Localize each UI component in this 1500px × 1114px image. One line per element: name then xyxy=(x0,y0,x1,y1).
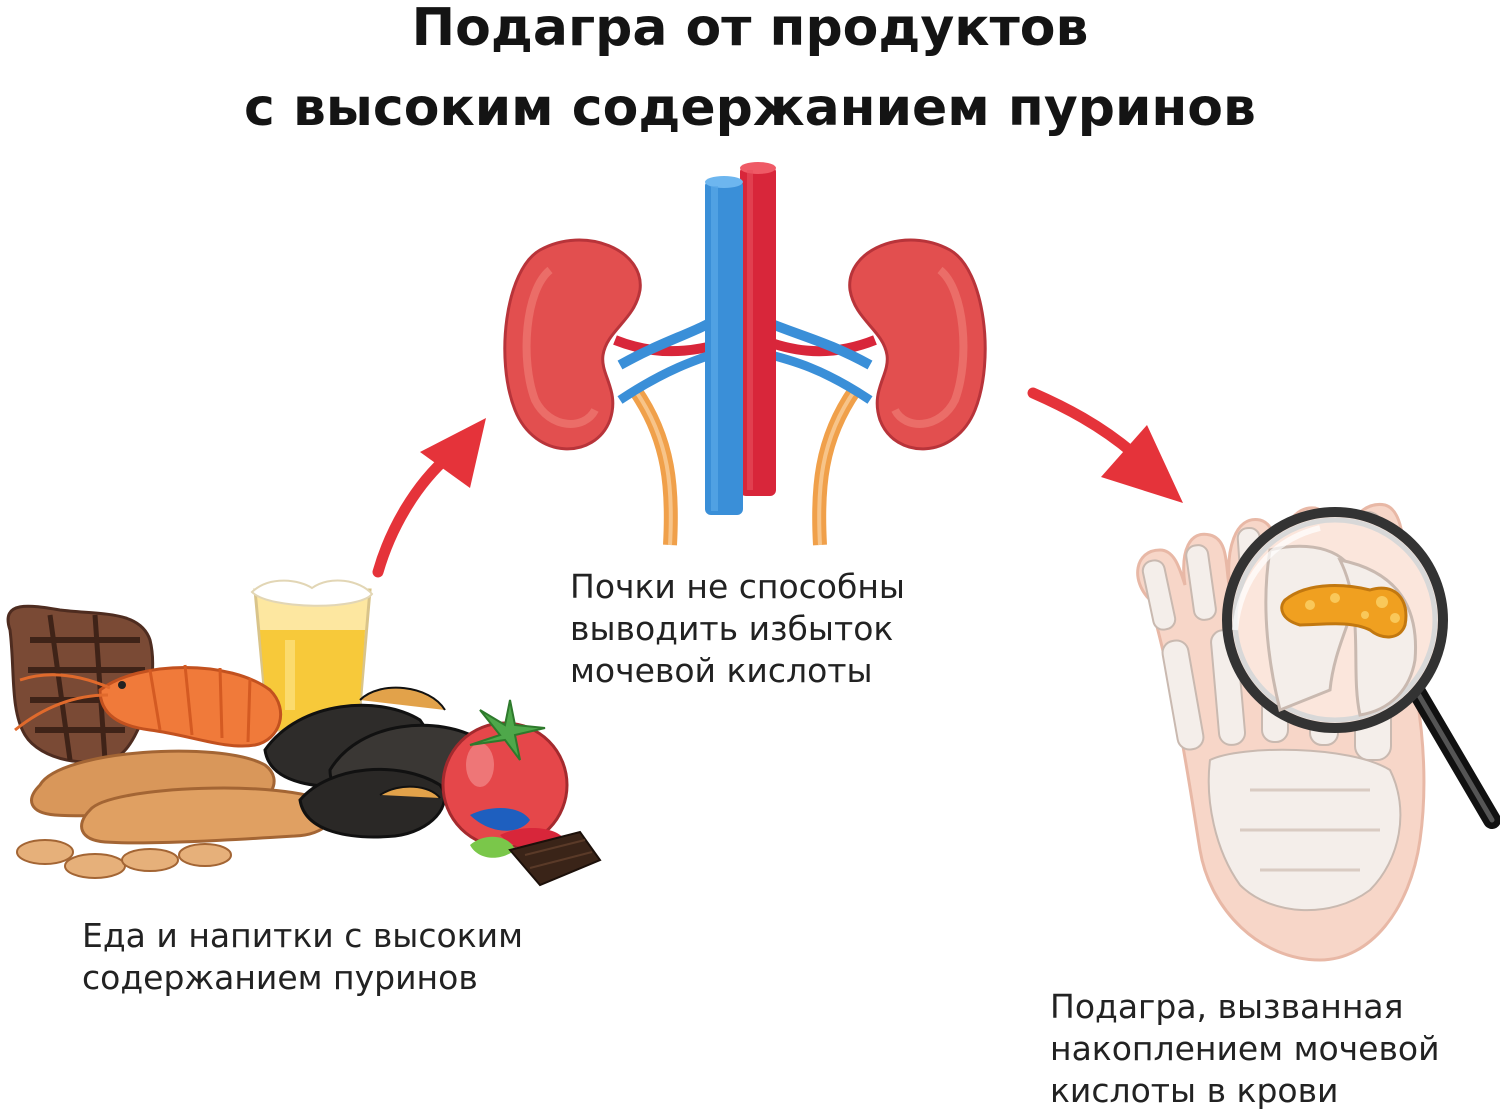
title-line-2: с высоким содержанием пуринов xyxy=(244,78,1256,138)
gout-foot-icon xyxy=(1136,502,1500,962)
caption-gout: Подагра, вызванная накоплением мочевой к… xyxy=(1050,986,1440,1112)
caption-kidneys-line-2: выводить избыток xyxy=(570,609,894,648)
kidneys-icon xyxy=(503,162,987,546)
caption-kidneys-line-3: мочевой кислоты xyxy=(570,651,873,690)
title-line-1: Подагра от продуктов xyxy=(411,0,1089,58)
caption-foods-line-2: содержанием пуринов xyxy=(82,958,478,997)
arrow-kidneys-to-foot-icon xyxy=(1027,387,1183,503)
caption-gout-line-3: кислоты в крови xyxy=(1050,1071,1339,1110)
arrow-foods-to-kidneys-icon xyxy=(372,418,486,578)
caption-foods: Еда и напитки с высоким содержанием пури… xyxy=(82,915,523,999)
caption-gout-line-2: накоплением мочевой xyxy=(1050,1029,1440,1068)
caption-kidneys-line-1: Почки не способны xyxy=(570,567,905,606)
purine-foods-icon xyxy=(6,579,602,887)
caption-gout-line-1: Подагра, вызванная xyxy=(1050,987,1404,1026)
caption-kidneys: Почки не способны выводить избыток мочев… xyxy=(570,566,905,692)
caption-foods-line-1: Еда и напитки с высоким xyxy=(82,916,523,955)
